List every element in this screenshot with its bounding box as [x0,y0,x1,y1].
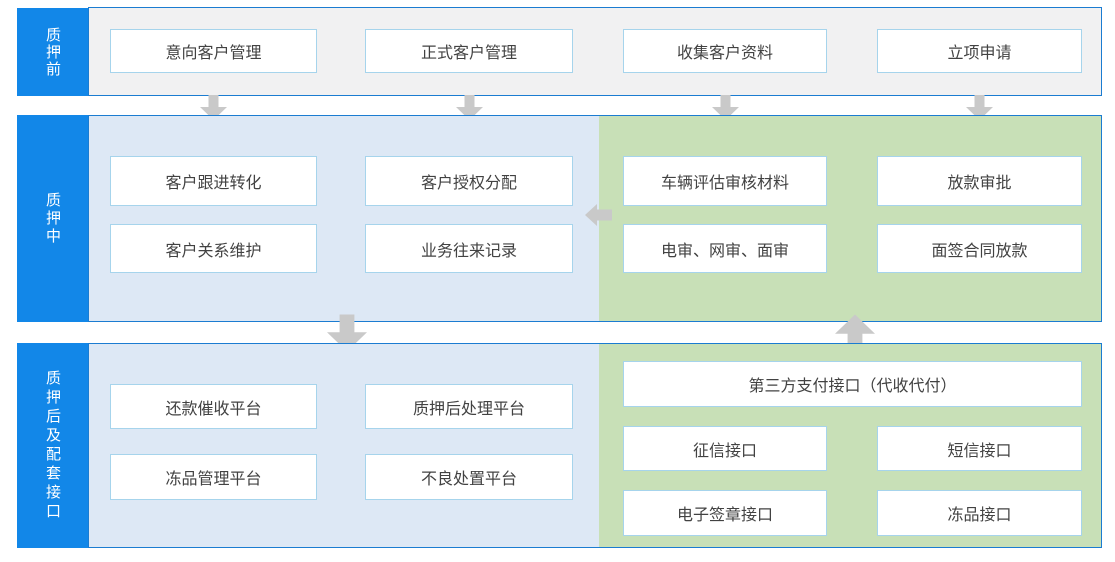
band-post-pledge-label: 质押后及配套接口 [17,343,88,548]
node-contract-signing-loan-disbursement: 面签合同放款 [877,224,1082,273]
node-intent-customer-management: 意向客户管理 [110,29,317,73]
node-business-transaction-records: 业务往来记录 [365,224,573,273]
node-sms-interface: 短信接口 [877,426,1082,471]
band-during-pledge-label: 质押中 [17,115,88,322]
node-loan-approval: 放款审批 [877,156,1082,206]
band-pre-pledge-label: 质押前 [17,8,88,96]
arrow-up-icon [835,314,875,352]
arrow-down-icon [966,95,993,120]
node-e-signature-interface: 电子签章接口 [623,490,827,536]
arrow-down-icon [456,95,483,120]
node-project-application: 立项申请 [877,29,1082,73]
band-during-pledge-body [88,115,1102,322]
node-bad-asset-disposal-platform: 不良处置平台 [365,454,573,500]
arrow-left-icon [585,204,612,226]
arrow-down-icon [200,95,227,120]
arrow-down-icon [327,314,367,352]
node-phone-online-inperson-review: 电审、网审、面审 [623,224,827,273]
node-vehicle-evaluation-review-materials: 车辆评估审核材料 [623,156,827,206]
node-credit-check-interface: 征信接口 [623,426,827,471]
node-formal-customer-management: 正式客户管理 [365,29,573,73]
node-third-party-payment-interface: 第三方支付接口（代收代付） [623,361,1082,407]
node-post-pledge-processing-platform: 质押后处理平台 [365,384,573,429]
node-frozen-goods-management-platform: 冻品管理平台 [110,454,317,500]
green-zone-during-pledge [599,116,1101,321]
node-collect-customer-info: 收集客户资料 [623,29,827,73]
node-repayment-collection-platform: 还款催收平台 [110,384,317,429]
arrow-down-icon [712,95,739,120]
node-frozen-goods-interface: 冻品接口 [877,490,1082,536]
node-customer-follow-up-conversion: 客户跟进转化 [110,156,317,206]
node-customer-relationship-maintenance: 客户关系维护 [110,224,317,273]
node-customer-authorization-allocation: 客户授权分配 [365,156,573,206]
